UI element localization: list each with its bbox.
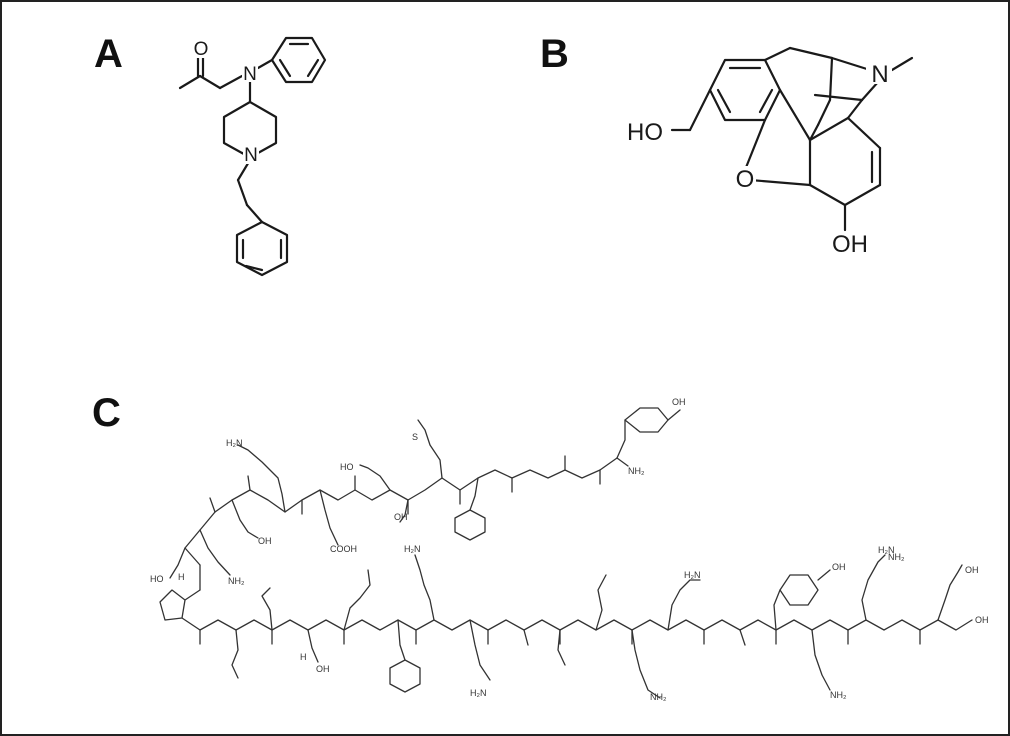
atom-c-h-thr2: H	[178, 572, 185, 582]
atom-c-nh2-lys6: NH₂	[888, 552, 905, 562]
atom-c-ho-ser: HO	[340, 462, 354, 472]
atom-c-oh-cterm: OH	[975, 615, 989, 625]
atom-c-oh-ser2: OH	[258, 536, 272, 546]
panel-label-c: C	[92, 391, 121, 435]
structure-a: O N N	[178, 36, 327, 277]
atom-b-n: N	[871, 61, 888, 88]
atom-c-cooh-glu: COOH	[330, 544, 357, 554]
atom-c-h-thr3: H	[300, 652, 307, 662]
atom-c-oh-tyr1: OH	[672, 397, 686, 407]
atom-c-h2n-lys2: H₂N	[404, 544, 421, 554]
atom-c-ho-thr2: HO	[150, 574, 164, 584]
atom-c-h2n-lys3: H₂N	[878, 545, 895, 555]
atom-a-n2: N	[244, 145, 258, 166]
structure-c	[159, 407, 973, 699]
atom-c-nh2-lys5: NH₂	[830, 690, 847, 700]
atom-b-oh: OH	[832, 231, 868, 258]
atom-c-nh2-gln: NH₂	[228, 576, 245, 586]
atom-c-oh-thr3: OH	[316, 664, 330, 674]
atom-b-ho: HO	[627, 119, 663, 146]
atom-c-nh2-tyr1: NH₂	[628, 466, 645, 476]
atom-c-s-met: S	[412, 432, 418, 442]
atom-a-o: O	[194, 39, 209, 60]
atom-c-nh2-lys4: NH₂	[650, 692, 667, 702]
structure-b: N HO O OH	[627, 46, 914, 258]
atom-c-oh-thr: OH	[394, 512, 408, 522]
atom-c-h2n-asn: H₂N	[470, 688, 487, 698]
panel-label-b: B	[540, 32, 569, 76]
atom-c-h2n-lys: H₂N	[226, 438, 243, 448]
panel-label-a: A	[94, 32, 123, 76]
atom-c-h2n-gln2: H₂N	[684, 570, 701, 580]
atom-b-o: O	[736, 166, 755, 193]
atom-a-n1: N	[243, 64, 257, 85]
atom-c-oh-tyr2: OH	[832, 562, 846, 572]
atom-c-oh-glu2: OH	[965, 565, 979, 575]
